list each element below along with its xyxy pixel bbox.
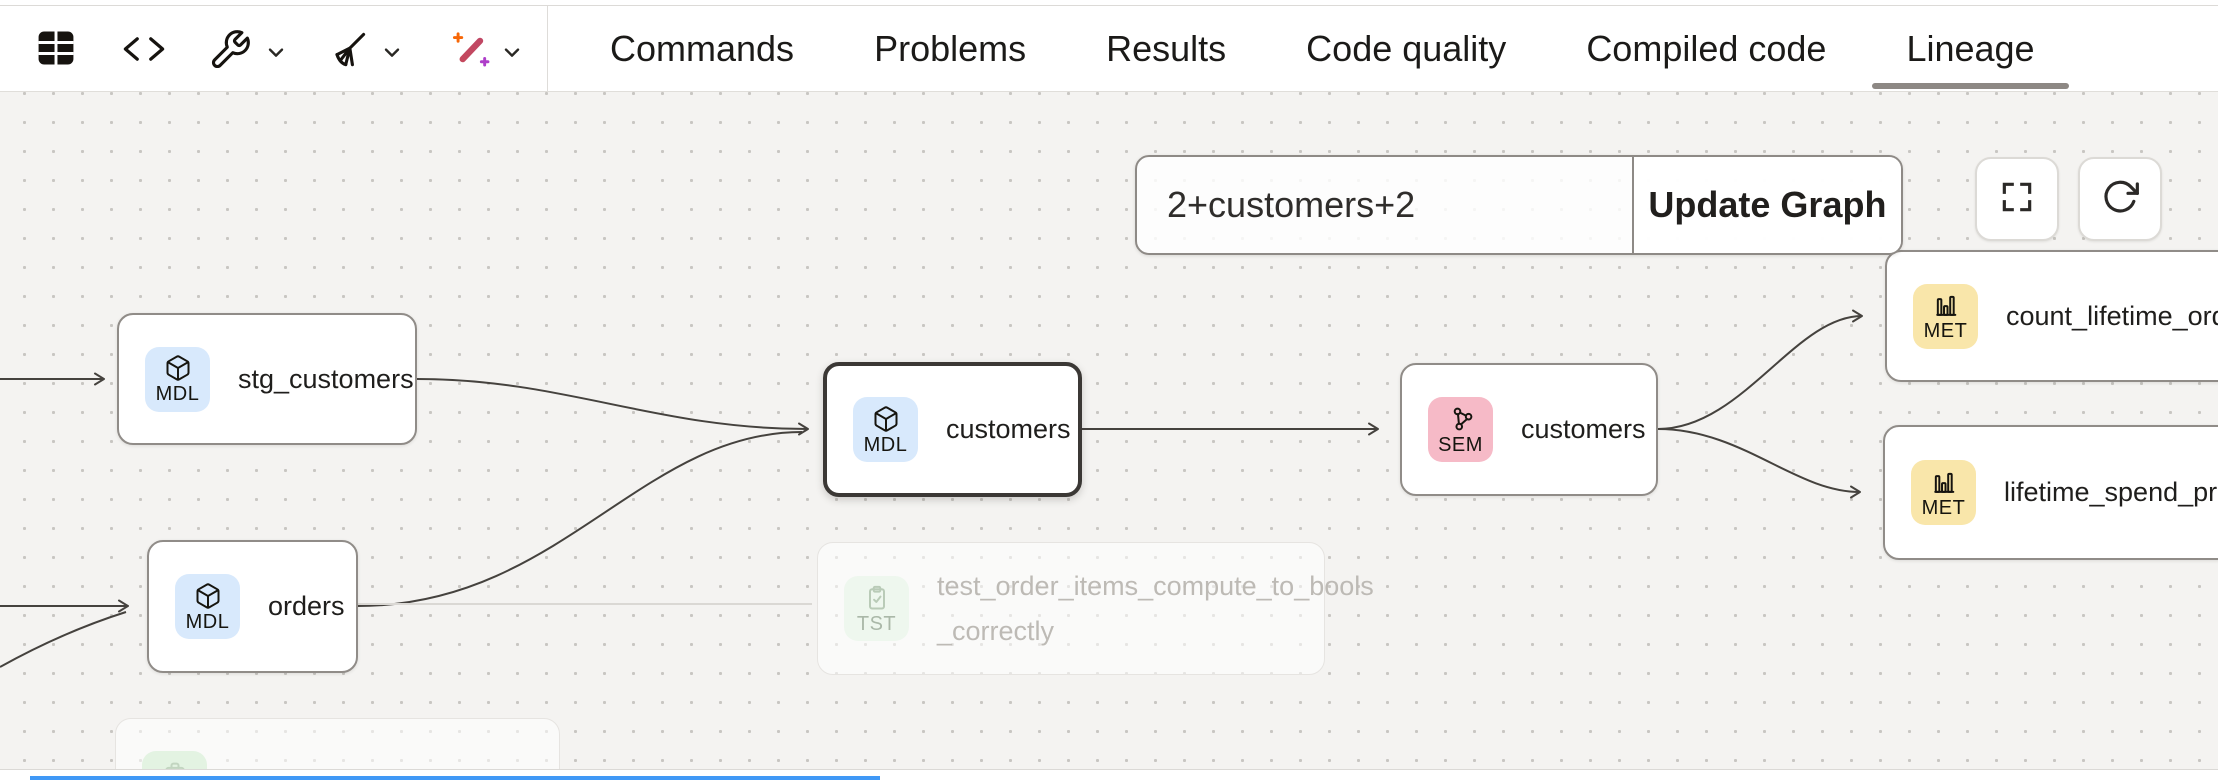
node-label: lifetime_spend_pretax [2004,477,2218,507]
top-hairline [0,5,2218,6]
bar-chart-icon [1933,472,1954,493]
lineage-query-group: Update Graph [1135,155,1903,255]
network-icon [1453,407,1472,430]
badge-label: TST [856,612,897,635]
chevron-down-icon [380,40,404,69]
chevron-down-icon [500,40,524,69]
table-view-button[interactable] [34,26,78,75]
table-icon [34,26,78,75]
badge-label: MET [1921,496,1966,519]
bottom-bar [0,769,2218,780]
node-label: test_order_items_compute_to_bools _corre… [937,570,1374,646]
edge [416,378,809,436]
model-badge: MDL [175,574,240,639]
cube-icon [196,582,219,609]
update-graph-button[interactable]: Update Graph [1633,157,1901,253]
tab-strip: Commands Problems Results Code quality C… [548,6,2218,91]
badge-label: MDL [863,433,908,456]
wrench-icon [208,28,252,77]
tab-compiled-code[interactable]: Compiled code [1586,27,1827,69]
lineage-query-input[interactable] [1137,157,1632,253]
broom-icon [326,28,370,77]
node-label: orders [268,591,345,621]
tab-results[interactable]: Results [1106,27,1227,69]
test-badge: TST [844,576,909,641]
node-test-order-items[interactable]: TST test_order_items_compute_to_bools _c… [817,542,1374,675]
model-badge: MDL [145,346,210,412]
node-stg-customers[interactable]: MDL stg_customers [117,313,417,445]
magic-button[interactable] [448,28,492,77]
refresh-icon [2100,177,2140,222]
query-button-divider [1632,157,1634,253]
chevron-down-icon [264,40,288,69]
code-icon [122,32,166,71]
bottom-accent-bar [30,776,880,780]
tab-code-quality[interactable]: Code quality [1306,27,1507,69]
node-label: stg_customers [238,363,414,394]
tools-button[interactable] [208,28,252,77]
header-bar: Commands Problems Results Code quality C… [0,0,2218,92]
edge [1657,428,1861,499]
badge-label: SEM [1438,433,1483,456]
cube-icon [166,355,189,381]
node-label: count_lifetime_orders [2006,300,2218,331]
sweep-dropdown[interactable] [380,40,404,69]
node-orders[interactable]: MDL orders [147,540,358,673]
metric-badge: MET [1911,460,1976,525]
seed-badge: SED [142,750,207,769]
node-seed-partial[interactable]: SED [115,718,560,769]
semantic-badge: SEM [1428,397,1493,462]
node-lifetime-spend-pretax[interactable]: MET lifetime_spend_pretax [1883,425,2218,560]
refresh-graph-button[interactable] [2078,157,2162,241]
magic-wand-icon [448,28,492,77]
magic-dropdown[interactable] [500,40,524,69]
edge [357,431,803,607]
clipboard-check-icon [868,585,885,609]
metric-badge: MET [1913,283,1978,349]
edge [1657,309,1863,430]
tab-lineage[interactable]: Lineage [1872,6,2069,91]
cube-icon [874,405,897,432]
tools-dropdown[interactable] [264,40,288,69]
toolbar-divider [547,6,548,91]
badge-label: MDL [155,383,200,405]
node-customers-model[interactable]: MDL customers [823,362,1082,497]
sweep-button[interactable] [326,28,370,77]
node-customers-semantic[interactable]: SEM customers [1400,363,1658,496]
code-button[interactable] [122,32,166,71]
briefcase-icon [165,762,184,769]
edge [0,611,127,668]
node-label: customers [946,414,1071,444]
tab-commands[interactable]: Commands [610,27,795,69]
fit-view-button[interactable] [1975,157,2059,241]
badge-label: MDL [185,610,230,633]
badge-label: MET [1923,320,1968,342]
node-label: customers [1521,414,1646,444]
node-count-lifetime-orders[interactable]: MET count_lifetime_orders [1885,250,2218,382]
fullscreen-icon [1998,178,2036,221]
bar-chart-icon [1935,295,1956,316]
lineage-canvas[interactable]: MDL stg_customers MDL orders MDL custome… [0,92,2218,769]
tab-problems[interactable]: Problems [874,27,1027,69]
model-badge: MDL [853,397,918,462]
